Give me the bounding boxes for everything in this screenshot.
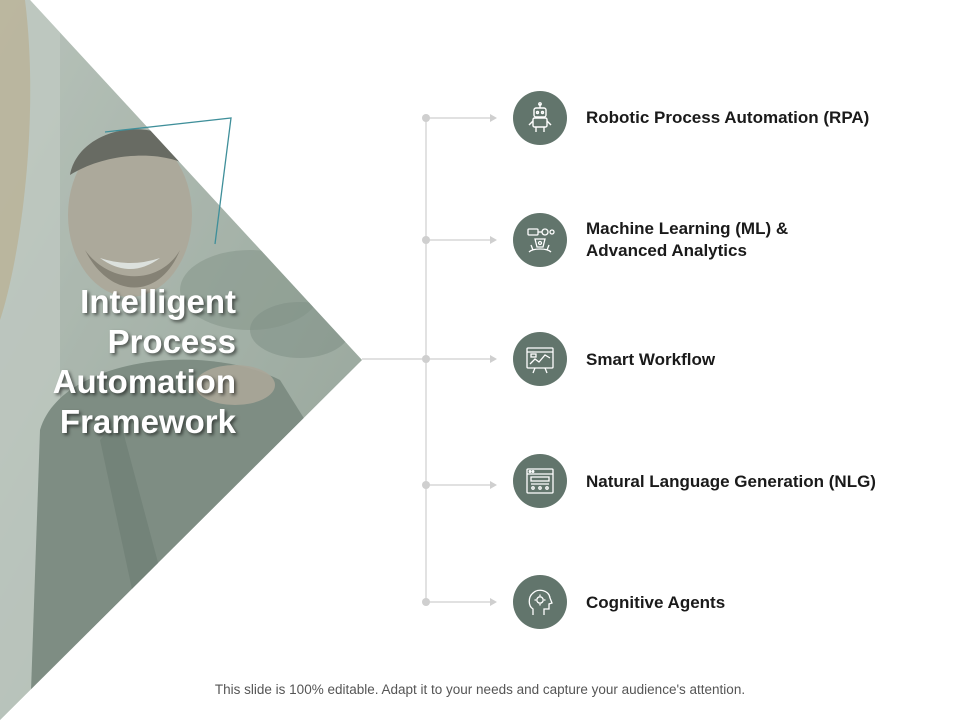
- nlg-icon-circle: [513, 454, 567, 508]
- accent-triangle-outline: [104, 117, 232, 245]
- footer-note: This slide is 100% editable. Adapt it to…: [214, 682, 746, 697]
- rpa-icon-circle: [513, 91, 567, 145]
- title-line-4: Framework: [59, 403, 236, 440]
- ml-icon-circle: [513, 213, 567, 267]
- item-label-ml: Machine Learning (ML) & Advanced Analyti…: [586, 218, 926, 262]
- item-label-nlg: Natural Language Generation (NLG): [586, 472, 876, 491]
- slide-title: Intelligent Process Automation Framework: [10, 282, 236, 442]
- workflow-chart-icon: [526, 347, 554, 374]
- item-label-cognitive-agents: Cognitive Agents: [586, 593, 726, 612]
- head-gear-icon: [528, 589, 553, 615]
- workflow-icon-circle: [513, 332, 567, 386]
- cognitive-icon-circle: [513, 575, 567, 629]
- title-line-2: Process: [107, 323, 236, 360]
- robot-icon: [528, 102, 552, 132]
- title-line-3: Automation: [52, 363, 236, 400]
- machine-learning-icon: [527, 228, 555, 253]
- title-line-1: Intelligent: [80, 283, 236, 320]
- item-label-rpa: Robotic Process Automation (RPA): [586, 108, 870, 127]
- item-label-smart-workflow: Smart Workflow: [586, 350, 716, 369]
- item-label-ml-line-2: Advanced Analytics: [586, 241, 747, 260]
- browser-window-icon: [526, 468, 554, 494]
- item-label-ml-line-1: Machine Learning (ML) &: [586, 219, 789, 238]
